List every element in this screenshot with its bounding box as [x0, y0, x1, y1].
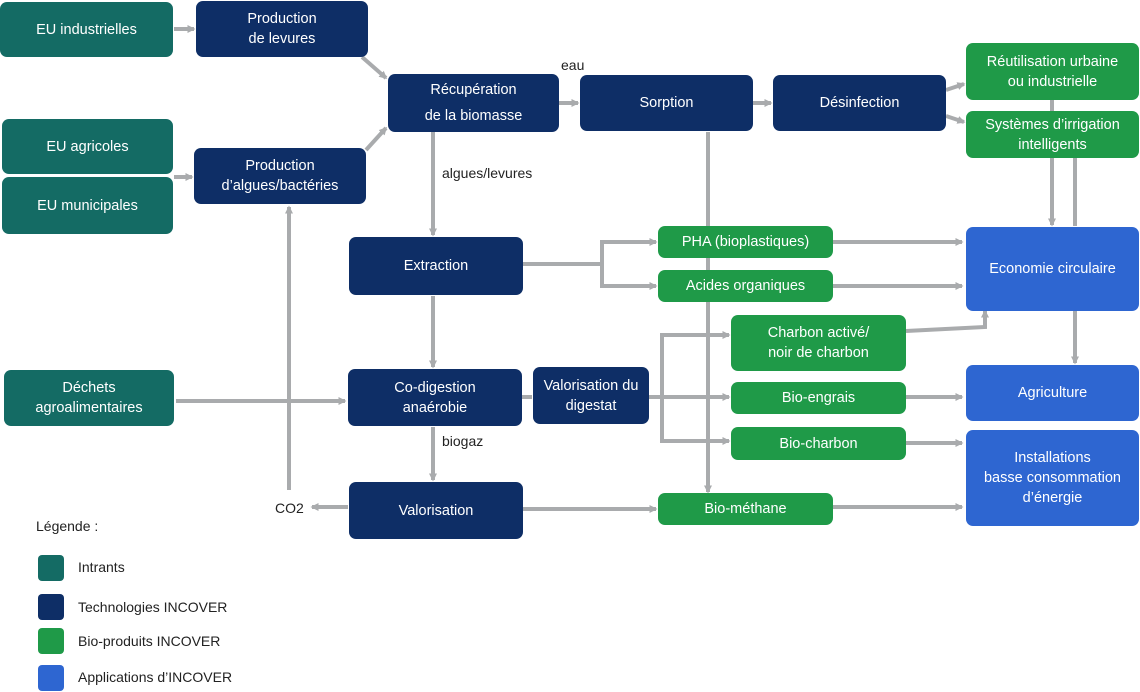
legend-label-intrants: Intrants: [78, 559, 125, 575]
node-acides-organiques: Acides organiques: [658, 270, 833, 302]
node-desinfection: Désinfection: [773, 75, 946, 131]
node-extraction: Extraction: [349, 237, 523, 295]
node-production-levures: Production de levures: [196, 1, 368, 57]
node-eu-agricoles: EU agricoles: [2, 119, 173, 174]
label-co2: CO2: [275, 500, 304, 516]
node-irrigation: Systèmes d’irrigation intelligents: [966, 111, 1139, 158]
node-pha: PHA (bioplastiques): [658, 226, 833, 258]
arrow-digestat-to-bio-charbon: [660, 397, 731, 445]
legend-swatch-intrants: [38, 555, 64, 581]
arrow-digestat-to-charbon-active: [649, 331, 731, 399]
node-reutilisation: Réutilisation urbaine ou industrielle: [966, 43, 1139, 100]
legend-label-applications: Applications d’INCOVER: [78, 669, 233, 685]
node-eu-municipales: EU municipales: [2, 177, 173, 234]
arrow-desinfection-to-irrigation: [945, 114, 966, 124]
label-eau: eau: [561, 57, 585, 73]
legend-label-bioproduits: Bio-produits INCOVER: [78, 633, 221, 649]
legend-swatch-bioproduits: [38, 628, 64, 654]
node-installations: Installations basse consommation d’énerg…: [966, 430, 1139, 526]
node-production-algues: Production d’algues/bactéries: [194, 148, 366, 204]
legend-title: Légende :: [36, 518, 99, 534]
node-sorption: Sorption: [580, 75, 753, 131]
legend-swatch-technologies: [38, 594, 64, 620]
legend-label-technologies: Technologies INCOVER: [78, 599, 228, 615]
node-valorisation: Valorisation: [349, 482, 523, 539]
arrow-levures-to-recuperation: [360, 55, 388, 80]
node-recuperation-biomasse: Récupération de la biomasse: [388, 74, 559, 132]
node-dechets-agroalimentaires: Déchets agroalimentaires: [4, 370, 174, 426]
label-algues-levures: algues/levures: [442, 165, 533, 181]
node-eu-industrielles: EU industrielles: [0, 2, 173, 57]
node-bio-engrais: Bio-engrais: [731, 382, 906, 414]
arrow-algues-to-recuperation: [364, 126, 388, 152]
arrow-charbon-active-to-economie: [905, 309, 989, 333]
arrow-desinfection-to-reutilisation: [945, 82, 966, 92]
node-economie-circulaire: Economie circulaire: [966, 227, 1139, 311]
node-agriculture: Agriculture: [966, 365, 1139, 421]
node-charbon-active: Charbon activé/ noir de charbon: [731, 315, 906, 371]
node-co-digestion: Co-digestion anaérobie: [348, 369, 522, 426]
arrow-extraction-to-acides: [600, 264, 658, 290]
legend-swatch-applications: [38, 665, 64, 691]
node-bio-methane: Bio-méthane: [658, 493, 833, 525]
label-biogaz: biogaz: [442, 433, 484, 449]
arrow-extraction-to-pha: [523, 238, 658, 266]
node-valorisation-digestat: Valorisation du digestat: [533, 367, 649, 424]
node-bio-charbon: Bio-charbon: [731, 427, 906, 460]
